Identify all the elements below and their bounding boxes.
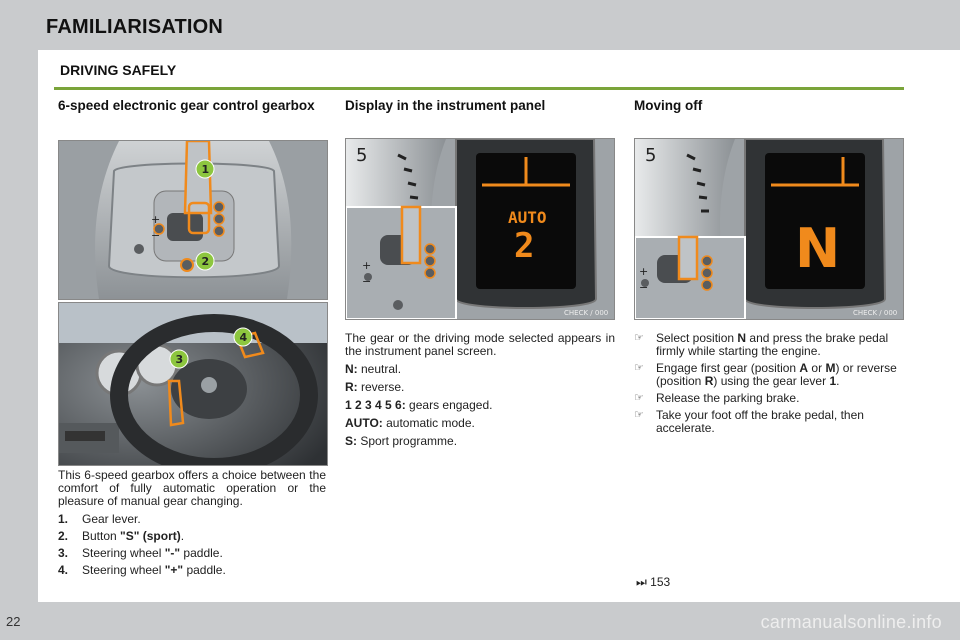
list-number: 1. <box>58 512 69 526</box>
svg-text:−: − <box>639 281 648 294</box>
list-number: 3. <box>58 546 69 560</box>
bullet-text: Engage first gear (position <box>656 361 800 375</box>
definition-value: neutral. <box>357 362 402 376</box>
footer-band <box>0 602 960 640</box>
definition-key: R: <box>345 380 358 394</box>
bullet-bold: R <box>704 374 714 388</box>
definition-row: 1 2 3 4 5 6: gears engaged. <box>345 399 615 412</box>
list-bold: "S" (sport) <box>120 529 181 543</box>
bullet-text: or <box>808 361 826 375</box>
definition-key: N: <box>345 362 358 376</box>
list-text: Steering wheel <box>82 563 165 577</box>
definition-key: 1 2 3 4 5 6: <box>345 398 406 412</box>
col2-intro: The gear or the driving mode selected ap… <box>345 331 615 358</box>
list-text-post: paddle. <box>180 546 223 560</box>
instrument-display-photo: 5 AUTO 2 + − CHECK / 000 <box>345 138 615 320</box>
check-label-2: CHECK / 000 <box>853 309 897 317</box>
col1-text: This 6-speed gearbox offers a choice bet… <box>58 469 326 581</box>
pointing-hand-icon: ☞ <box>634 332 644 344</box>
bullet-text: Release the parking brake. <box>656 391 800 405</box>
section-divider <box>54 87 904 90</box>
callout-4: 4 <box>240 331 248 344</box>
page-header-title: FAMILIARISATION <box>46 16 224 38</box>
svg-text:−: − <box>362 275 371 288</box>
definition-row: R: reverse. <box>345 381 615 394</box>
bullet-bold: 1 <box>829 374 837 388</box>
svg-text:−: − <box>151 229 160 242</box>
definition-value: automatic mode. <box>382 416 475 430</box>
callout-3: 3 <box>176 353 184 366</box>
display-neutral-text: N <box>795 217 840 280</box>
col2-text: The gear or the driving mode selected ap… <box>345 332 615 453</box>
definition-row: AUTO: automatic mode. <box>345 417 615 430</box>
gear-selector-photo: + − 1 2 <box>58 140 328 300</box>
header-band <box>0 0 960 50</box>
definition-key: S: <box>345 434 357 448</box>
neutral-display-photo: 5 N + − CHECK / 000 <box>634 138 904 320</box>
bullet-text: . <box>836 374 840 388</box>
gauge-digit-2: 5 <box>645 145 656 166</box>
display-gear-text: 2 <box>514 226 534 266</box>
bullet-bold: A <box>799 361 809 375</box>
list-number: 2. <box>58 529 69 543</box>
callout-1: 1 <box>202 163 210 176</box>
col2-heading: Display in the instrument panel <box>345 98 546 113</box>
bullet-item: ☞ Engage first gear (position A or M) or… <box>634 362 904 388</box>
page-number: 22 <box>6 614 21 629</box>
list-text-post: paddle. <box>183 563 226 577</box>
bullet-bold: M <box>825 361 836 375</box>
svg-text:+: + <box>362 259 371 272</box>
col3-heading: Moving off <box>634 98 703 113</box>
left-margin-strip <box>0 50 38 602</box>
definition-row: N: neutral. <box>345 363 615 376</box>
check-label: CHECK / 000 <box>564 309 608 317</box>
display-mode-text: AUTO <box>508 208 547 227</box>
col3-text: ☞ Select position N and press the brake … <box>634 332 904 439</box>
bullet-text: ) or reverse (position <box>656 361 897 388</box>
definition-row: S: Sport programme. <box>345 435 615 448</box>
watermark-text: carmanualsonline.info <box>760 612 942 632</box>
list-text: Gear lever. <box>82 512 141 526</box>
gauge-digit: 5 <box>356 145 367 166</box>
svg-text:+: + <box>151 213 160 226</box>
definition-value: reverse. <box>357 380 405 394</box>
reference-arrow-icon: ⏭ <box>636 575 647 589</box>
reference-page: 153 <box>650 575 671 589</box>
definition-key: AUTO: <box>345 416 383 430</box>
steering-wheel-photo: 3 4 <box>58 302 328 466</box>
pointing-hand-icon: ☞ <box>634 392 644 404</box>
list-item: 4. Steering wheel "+" paddle. <box>58 564 326 577</box>
bullet-text: Select position <box>656 331 738 345</box>
list-item: 1. Gear lever. <box>58 513 326 526</box>
list-number: 4. <box>58 563 69 577</box>
section-title: DRIVING SAFELY <box>60 62 177 78</box>
bullet-item: ☞ Take your foot off the brake pedal, th… <box>634 409 904 435</box>
bullet-item: ☞ Select position N and press the brake … <box>634 332 904 358</box>
bullet-text: ) using the gear lever <box>713 374 830 388</box>
list-text: Button <box>82 529 121 543</box>
definition-value: Sport programme. <box>357 434 458 448</box>
pointing-hand-icon: ☞ <box>634 409 644 421</box>
list-item: 2. Button "S" (sport). <box>58 530 326 543</box>
svg-text:+: + <box>639 265 648 278</box>
col1-heading: 6-speed electronic gear control gearbox <box>58 98 315 113</box>
list-bold: "+" <box>164 563 184 577</box>
bullet-text: and press the brake pedal firmly while s… <box>656 331 889 358</box>
list-text-post: . <box>180 529 185 543</box>
bullet-item: ☞ Release the parking brake. <box>634 392 904 405</box>
list-item: 3. Steering wheel "-" paddle. <box>58 547 326 560</box>
bullet-text: Take your foot off the brake pedal, then… <box>656 408 864 435</box>
list-text: Steering wheel <box>82 546 165 560</box>
list-bold: "-" <box>164 546 181 560</box>
callout-2: 2 <box>202 255 210 268</box>
bullet-bold: N <box>737 331 747 345</box>
col1-intro: This 6-speed gearbox offers a choice bet… <box>58 468 326 508</box>
page-reference[interactable]: ⏭ 153 <box>636 575 670 590</box>
definition-value: gears engaged. <box>405 398 493 412</box>
pointing-hand-icon: ☞ <box>634 362 644 374</box>
